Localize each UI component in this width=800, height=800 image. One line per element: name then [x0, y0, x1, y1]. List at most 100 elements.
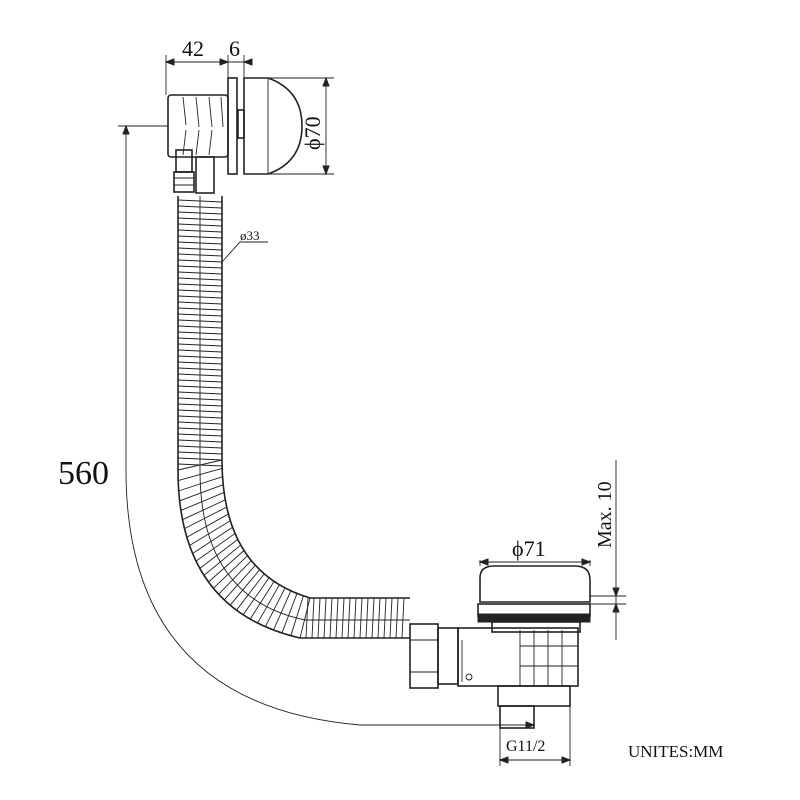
- thread-size-label: G11/2: [506, 738, 545, 755]
- hose-rib: [177, 331, 223, 335]
- hose-rib: [177, 427, 223, 431]
- hose-rib: [371, 597, 375, 639]
- hose-rib: [177, 361, 223, 365]
- hose-rib: [177, 415, 223, 419]
- hose-rib: [365, 597, 369, 639]
- hose-rib: [401, 597, 405, 639]
- hose-rib: [177, 385, 223, 389]
- hose-rib: [347, 597, 351, 639]
- dimension-lines: [118, 55, 626, 766]
- hose-rib: [177, 439, 223, 443]
- hose-rib: [177, 289, 223, 293]
- hose-rib: [199, 539, 239, 569]
- overflow-head: [167, 77, 303, 194]
- hose-rib: [177, 199, 223, 203]
- hose-rib: [177, 235, 223, 239]
- hose-rib: [177, 307, 223, 311]
- hose-diameter-label: ø33: [240, 228, 260, 243]
- hose-rib: [273, 590, 292, 631]
- hose-rib: [229, 569, 260, 606]
- hose-rib: [177, 211, 223, 215]
- waste-diameter-label: ϕ71: [512, 536, 546, 561]
- hose-rib: [177, 391, 223, 395]
- hose-rib: [177, 373, 223, 377]
- hose-rib: [177, 445, 223, 449]
- hose-rib: [177, 355, 223, 359]
- hose-rib: [177, 409, 223, 413]
- hose-rib: [208, 550, 245, 583]
- hose-rib: [389, 597, 393, 639]
- hose-rib: [178, 476, 223, 492]
- hose-rib: [177, 253, 223, 257]
- overflow-diameter-label: ϕ70: [300, 116, 325, 150]
- corrugated-hose: [177, 196, 410, 639]
- hose-rib: [223, 564, 256, 601]
- hose-rib: [177, 283, 223, 287]
- hose-rib: [177, 301, 223, 305]
- hose-rib: [177, 403, 223, 407]
- plate-thickness-label: 6: [229, 36, 240, 61]
- hose-rib: [311, 597, 315, 639]
- hose-rib: [177, 367, 223, 371]
- hose-rib: [236, 573, 265, 611]
- hose-rib: [195, 533, 236, 562]
- hose-rib: [177, 319, 223, 323]
- hose-rib: [177, 259, 223, 263]
- hose-rib: [323, 597, 327, 639]
- hose-rib: [177, 433, 223, 437]
- hose-rib: [218, 560, 252, 595]
- hose-rib: [182, 499, 226, 521]
- hose-rib: [180, 492, 225, 511]
- hose-rib: [186, 513, 229, 538]
- hose-rib: [178, 468, 223, 482]
- hose-rib: [177, 325, 223, 329]
- hose-rib: [264, 587, 286, 627]
- hose-rib: [177, 343, 223, 347]
- overall-height-label: 560: [58, 455, 109, 492]
- depth-dimension-label: 42: [182, 36, 204, 61]
- hose-rib: [317, 597, 321, 639]
- hose-rib: [177, 265, 223, 269]
- hose-rib: [177, 229, 223, 233]
- hose-rib: [179, 484, 224, 502]
- hose-rib: [305, 597, 309, 639]
- hose-rib: [341, 597, 345, 639]
- max-thickness-label: Max. 10: [594, 481, 616, 548]
- hose-rib: [249, 581, 275, 620]
- hose-rib: [177, 459, 223, 471]
- hose-rib: [213, 555, 248, 589]
- hose-rib: [281, 593, 298, 634]
- hose-rib: [177, 397, 223, 401]
- hose-rib: [177, 421, 223, 425]
- hose-rib: [335, 597, 339, 639]
- hose-rib: [189, 520, 231, 546]
- hose-rib: [177, 313, 223, 317]
- hose-rib: [257, 584, 280, 624]
- hose-rib: [383, 597, 387, 639]
- hose-rib: [177, 241, 223, 245]
- units-note: UNITES:MM: [628, 742, 723, 761]
- hose-rib: [177, 379, 223, 383]
- hose-rib: [359, 597, 363, 639]
- hose-rib: [353, 597, 357, 639]
- hose-rib: [177, 205, 223, 209]
- hose-rib: [177, 451, 223, 455]
- hose-rib: [329, 597, 333, 639]
- hose-rib: [184, 506, 227, 530]
- hose-rib: [290, 595, 304, 636]
- hose-rib: [177, 247, 223, 251]
- hose-rib: [395, 597, 399, 639]
- hose-rib: [299, 597, 311, 639]
- hose-rib: [177, 337, 223, 341]
- hose-rib: [177, 349, 223, 353]
- hose-rib: [177, 223, 223, 227]
- hose-rib: [177, 277, 223, 281]
- hose-rib: [177, 457, 223, 461]
- hose-rib: [177, 217, 223, 221]
- hose-rib: [177, 295, 223, 299]
- hose-rib: [177, 271, 223, 275]
- hose-rib: [377, 597, 381, 639]
- hose-rib: [203, 544, 242, 576]
- waste-body: [409, 565, 591, 729]
